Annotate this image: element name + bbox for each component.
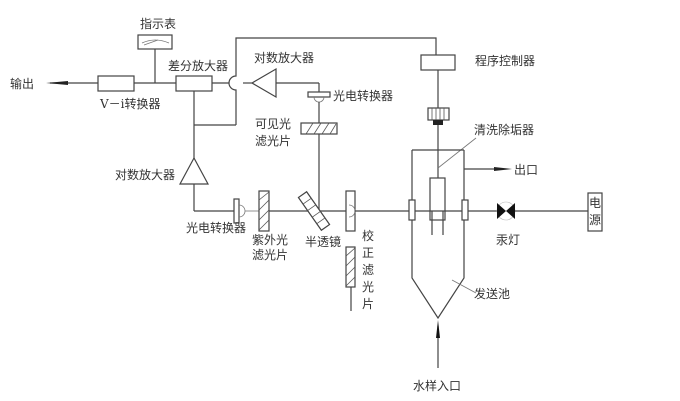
calibration-lens — [345, 190, 356, 232]
power-label-1: 电 — [589, 196, 601, 210]
photo-converter-top-label: 光电转换器 — [333, 88, 393, 103]
program-controller-box — [420, 54, 456, 71]
cleaner-label: 清洗除垢器 — [474, 122, 534, 137]
log-amp-left — [178, 156, 210, 185]
visible-filter-label-1: 可见光 — [255, 117, 291, 131]
uv-filter-label-1: 紫外光 — [252, 233, 288, 247]
calibration-filter-label-4: 光 — [362, 280, 374, 294]
calibration-filter-label-1: 校 — [362, 228, 374, 243]
photo-converter-top — [307, 91, 331, 98]
calibration-filter-label-2: 正 — [362, 246, 374, 260]
log-amp-top-label: 对数放大器 — [254, 50, 314, 65]
output-label: 输出 — [10, 76, 34, 91]
output-arrow — [46, 81, 98, 85]
inlet-label: 水样入口 — [413, 378, 461, 393]
outlet-arrow — [494, 167, 512, 171]
vi-converter-box — [97, 75, 135, 92]
outlet-label: 出口 — [514, 163, 538, 177]
uv-filter-label-2: 滤光片 — [252, 248, 288, 262]
program-controller-label: 程序控制器 — [475, 53, 535, 68]
cell-label: 发送池 — [474, 286, 510, 301]
power-supply-box — [587, 192, 603, 232]
photo-converter-left-label: 光电转换器 — [186, 220, 246, 235]
half-mirror — [297, 190, 331, 232]
log-amp-top — [250, 67, 277, 99]
sample-cell — [408, 149, 469, 320]
meter-needle-icon — [141, 39, 170, 44]
indicator-label: 指示表 — [140, 16, 176, 31]
photo-converter-left — [233, 198, 240, 224]
uv-filter — [258, 190, 270, 232]
inlet-arrow — [436, 320, 440, 338]
cleaner-motor-icon — [427, 107, 450, 125]
diff-amp-label: 差分放大器 — [168, 58, 228, 73]
visible-filter-label-2: 滤光片 — [255, 134, 291, 148]
calibration-filter-label-3: 滤 — [362, 263, 374, 277]
diff-amp-box — [175, 75, 213, 92]
calibration-filter — [345, 246, 356, 288]
calibration-filter-label-5: 片 — [362, 297, 374, 311]
lamp-label: 汞灯 — [496, 233, 520, 247]
vi-converter-label: V－i转换器 — [99, 96, 161, 111]
power-label-2: 源 — [589, 213, 601, 227]
log-amp-left-label: 对数放大器 — [115, 167, 175, 182]
half-mirror-label: 半透镜 — [305, 234, 341, 249]
mercury-lamp-icon — [496, 201, 516, 221]
visible-filter — [300, 122, 338, 135]
